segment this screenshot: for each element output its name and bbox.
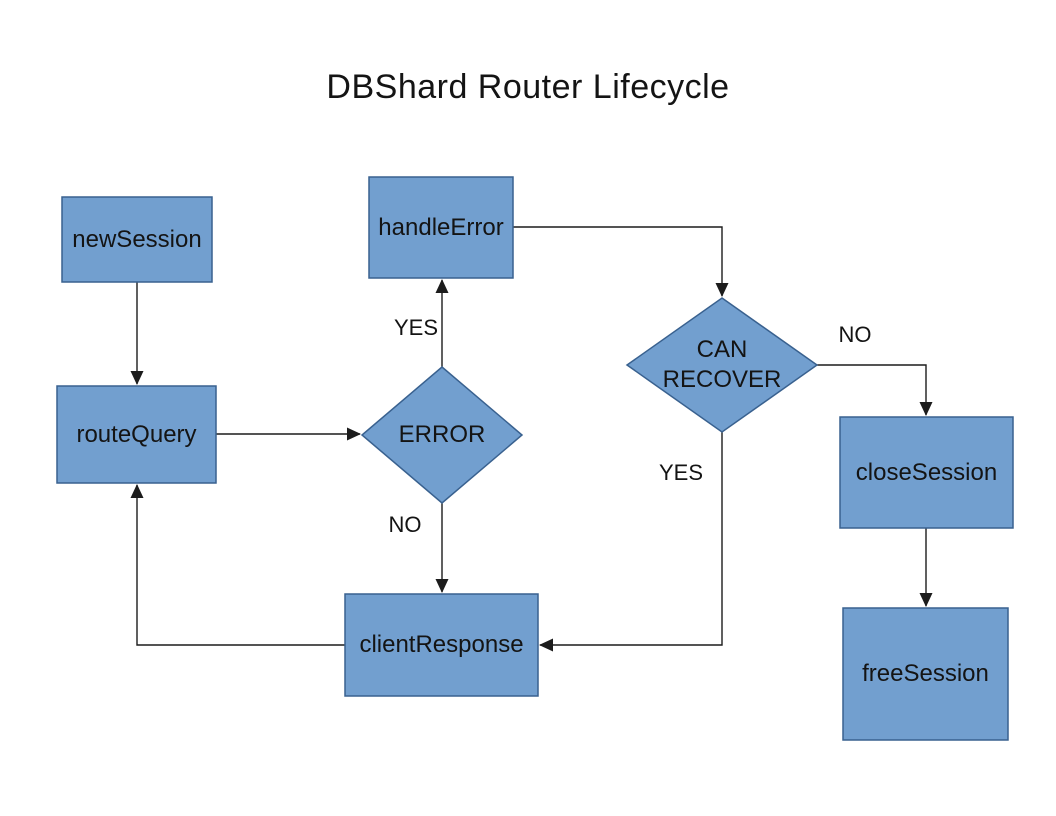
- error-diamond: [360, 366, 524, 504]
- edge-handleerror-to-canrecover: [513, 226, 729, 297]
- newsession-box: [61, 196, 213, 283]
- edge-canrecover-yes-to-clientresponse: [539, 432, 723, 652]
- edge-clientresponse-to-routequery: [130, 484, 345, 646]
- handleerror-box: [368, 176, 514, 279]
- canrecover-diamond: [625, 297, 819, 433]
- routequery-box: [56, 385, 217, 484]
- diagram-title: DBShard Router Lifecycle: [326, 68, 730, 106]
- clientresponse-box: [344, 593, 539, 697]
- connectors: [130, 226, 933, 652]
- nodes: [56, 176, 1014, 741]
- edge-canrecover-no-to-closesession: [817, 364, 933, 416]
- closesession-box: [839, 416, 1014, 529]
- freesession-box: [842, 607, 1009, 741]
